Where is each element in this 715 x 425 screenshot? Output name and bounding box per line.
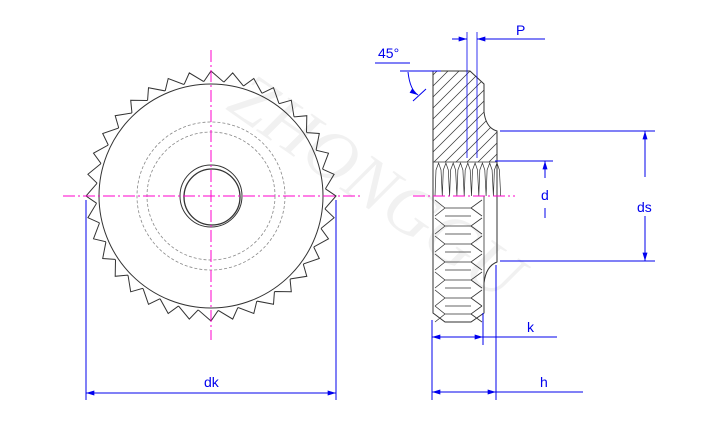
hatch-line [455,71,497,162]
dimension-ds: ds [500,130,655,262]
angle-label: 45° [378,45,399,61]
knurl-band [434,305,483,323]
dimension-k: k [431,313,557,400]
hatch-line [444,71,497,162]
hatch-line [433,71,497,162]
knurl-pattern [434,199,483,323]
dk-label: dk [204,374,220,390]
dimension-pitch: P [452,22,545,158]
dimension-d: d [495,160,553,218]
hatch-line [533,52,643,162]
knurl-band [434,271,483,289]
hatch-line [433,71,497,162]
k-label: k [527,319,535,335]
knurl-band [434,253,483,271]
dimension-dk: dk [85,200,337,400]
hatch-line [433,71,497,162]
hatch-line [466,71,497,162]
dimension-chamfer-angle: 45° [375,45,441,102]
knurl-band [434,217,483,235]
thread-teeth [434,161,502,197]
dimension-h: h [432,265,583,400]
ds-label: ds [637,199,652,215]
h-label: h [540,374,548,390]
hatch-line [522,52,632,162]
pitch-label: P [516,22,525,38]
knurl-band [434,289,483,307]
hatch-line [544,52,654,162]
knurl-band [434,199,483,217]
bore-circle [183,168,241,226]
hatch-line [511,52,621,162]
hatch-line [477,71,497,162]
thread-section [434,161,502,197]
hatch-line [488,71,497,162]
front-view [63,50,360,340]
hatch-line [433,71,497,162]
hatch-line [433,71,490,162]
hatch-line [500,52,610,162]
knurl-band [434,235,483,253]
d-label: d [541,187,549,203]
